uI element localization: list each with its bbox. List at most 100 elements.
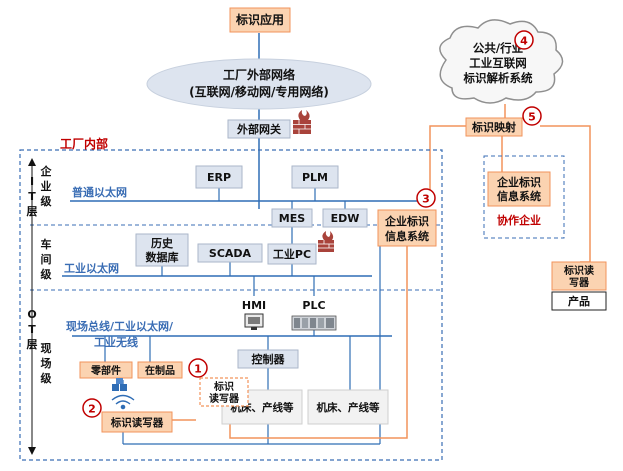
public-identifier-cloud: 公共/行业 工业互联网 标识解析系统 xyxy=(439,19,564,104)
id-reader-dashed-box[interactable]: 标识 读写器 xyxy=(199,377,249,407)
svg-text:4: 4 xyxy=(520,35,528,48)
external-gateway[interactable]: 外部网关 xyxy=(227,119,291,139)
industrial-pc-label: 工业PC xyxy=(273,247,311,261)
collab-id-system-box[interactable]: 企业标识 信息系统 xyxy=(487,171,551,207)
monitor-icon xyxy=(244,313,264,330)
svg-text:2: 2 xyxy=(88,403,96,416)
external-gateway-label: 外部网关 xyxy=(236,122,281,136)
plc-label: PLC xyxy=(302,299,325,312)
bottom-id-reader-box[interactable]: 标识读写器 xyxy=(101,411,173,433)
external-network-line2: (互联网/移动网/专用网络) xyxy=(189,84,329,99)
plm-node[interactable]: PLM xyxy=(291,165,339,189)
public-cloud-line3: 标识解析系统 xyxy=(463,71,533,85)
collab-box-line2: 信息系统 xyxy=(497,189,541,203)
svg-text:业: 业 xyxy=(41,179,52,193)
product-reader-line1: 标识读 xyxy=(563,264,594,277)
layer-arrow-up-head xyxy=(28,158,36,166)
factory-title: 工厂内部 xyxy=(60,136,108,151)
svg-text:级: 级 xyxy=(40,194,53,208)
hmi-label: HMI xyxy=(242,299,266,312)
plc-node[interactable]: PLC xyxy=(291,299,337,331)
svg-text:1: 1 xyxy=(194,363,202,376)
badge-5: 5 xyxy=(522,106,542,126)
collab-caption: 协作企业 xyxy=(497,213,541,227)
layer-it: I T 层 xyxy=(26,175,38,218)
edw-node[interactable]: EDW xyxy=(322,208,368,228)
field-network-line1: 现场总线/工业以太网/ xyxy=(66,319,174,333)
machine2-label: 机床、产线等 xyxy=(317,401,380,414)
edw-label: EDW xyxy=(331,212,360,225)
id-app-box[interactable]: 标识应用 xyxy=(229,7,291,33)
badge-2: 2 xyxy=(82,398,102,418)
enterprise-id-system-box[interactable]: 企业标识 信息系统 xyxy=(377,209,437,247)
parts-label: 零部件 xyxy=(90,364,121,377)
historian-node[interactable]: 历史 数据库 xyxy=(135,233,189,267)
orange-ent-sys-to-mapping xyxy=(429,125,466,200)
factory-boundary xyxy=(19,149,443,461)
level-field: 现 场 级 xyxy=(40,342,53,385)
erp-label: ERP xyxy=(207,171,231,184)
hmi-node[interactable]: HMI xyxy=(242,299,266,330)
product-reader-line2: 写器 xyxy=(569,277,590,289)
id-reader-line1: 标识 xyxy=(213,380,234,393)
controller-label: 控制器 xyxy=(252,352,286,366)
id-mapping-box[interactable]: 标识映射 xyxy=(465,117,523,137)
id-app-label: 标识应用 xyxy=(235,12,284,27)
scada-label: SCADA xyxy=(209,247,252,260)
orange-ent-sys-down xyxy=(229,246,408,439)
svg-text:O: O xyxy=(27,308,36,321)
plm-label: PLM xyxy=(302,171,328,184)
scada-node[interactable]: SCADA xyxy=(197,243,263,263)
badge-1: 1 xyxy=(188,358,208,378)
industrial-ethernet-label: 工业以太网 xyxy=(64,261,119,275)
normal-ethernet-label: 普通以太网 xyxy=(72,185,127,199)
svg-text:级: 级 xyxy=(40,371,53,385)
historian-line1: 历史 xyxy=(151,236,174,250)
collab-boundary xyxy=(483,155,565,239)
ent-id-line1: 企业标识 xyxy=(384,214,429,228)
collab-box-line1: 企业标识 xyxy=(496,175,541,189)
historian-line2: 数据库 xyxy=(146,250,179,264)
svg-text:5: 5 xyxy=(528,111,536,124)
public-cloud-line1: 公共/行业 xyxy=(473,41,524,55)
controller-node[interactable]: 控制器 xyxy=(237,349,299,369)
svg-text:3: 3 xyxy=(422,193,430,206)
svg-text:I: I xyxy=(30,175,34,188)
field-network-line2: 工业无线 xyxy=(94,335,138,349)
svg-text:T: T xyxy=(28,323,36,336)
public-cloud-line2: 工业互联网 xyxy=(469,56,527,70)
svg-text:T: T xyxy=(28,190,36,203)
erp-node[interactable]: ERP xyxy=(195,165,243,189)
svg-text:层: 层 xyxy=(26,205,38,218)
svg-text:层: 层 xyxy=(26,338,38,351)
external-network-line1: 工厂外部网络 xyxy=(223,67,295,82)
badge-4: 4 xyxy=(514,30,534,50)
id-mapping-label: 标识映射 xyxy=(471,120,516,134)
svg-text:间: 间 xyxy=(41,253,52,266)
badge-3: 3 xyxy=(416,188,436,208)
machine-node-2[interactable]: 机床、产线等 xyxy=(307,389,389,425)
wireless-icon xyxy=(111,394,135,410)
mes-node[interactable]: MES xyxy=(271,208,313,228)
parts-box[interactable]: 零部件 xyxy=(79,361,133,379)
svg-text:现: 现 xyxy=(41,342,52,355)
firewall-icon xyxy=(293,110,311,134)
svg-text:企: 企 xyxy=(40,164,53,178)
level-workshop: 车 间 级 xyxy=(40,237,53,281)
svg-text:车: 车 xyxy=(41,237,52,251)
plc-rack-icon xyxy=(291,315,337,331)
industrial-pc-node[interactable]: 工业PC xyxy=(267,243,317,265)
product-label: 产品 xyxy=(568,294,590,308)
ent-id-line2: 信息系统 xyxy=(385,229,429,243)
id-reader-line2: 读写器 xyxy=(209,392,240,405)
wip-label: 在制品 xyxy=(145,364,175,377)
wip-box[interactable]: 在制品 xyxy=(137,361,183,379)
firewall-icon xyxy=(318,231,334,252)
mes-label: MES xyxy=(279,212,305,225)
svg-text:场: 场 xyxy=(41,356,52,370)
product-box[interactable]: 产品 xyxy=(551,291,607,311)
external-network-cloud: 工厂外部网络 (互联网/移动网/专用网络) xyxy=(146,58,372,110)
product-reader-box[interactable]: 标识读 写器 xyxy=(551,261,607,291)
layer-ot: O T 层 xyxy=(26,308,38,351)
